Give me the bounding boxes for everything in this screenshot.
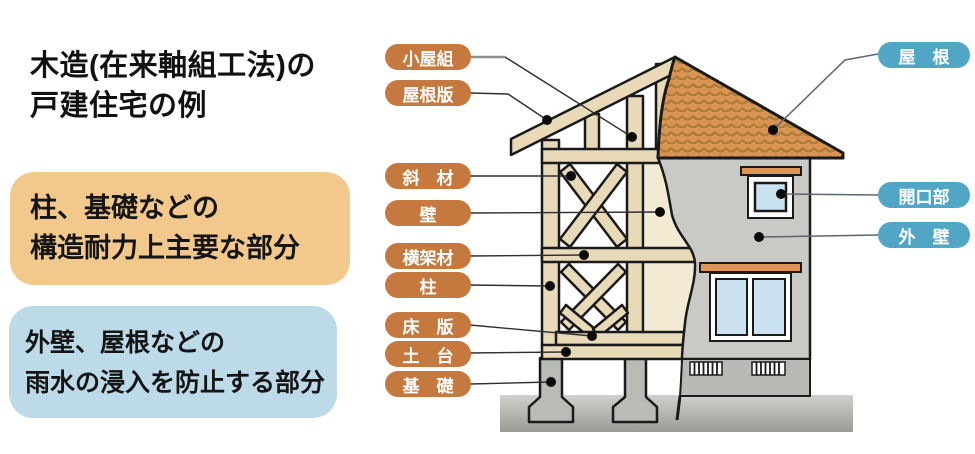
- part-label-yanehan: 屋根版: [385, 80, 471, 106]
- part-label-oukazai: 横架材: [385, 243, 471, 269]
- part-label-dodai: 土 台: [385, 341, 471, 367]
- title-line1: 木造(在来軸組工法)の: [30, 50, 316, 82]
- legend-structural-line1: 柱、基礎などの: [30, 193, 219, 223]
- foundation-pier-right: [611, 356, 659, 424]
- floor-beam: [554, 330, 702, 347]
- part-label-hashira: 柱: [385, 272, 471, 298]
- foundation-vents: [689, 361, 786, 376]
- legend-rain-protection-parts: 外壁、屋根などの 雨水の浸入を防止する部分: [9, 306, 337, 418]
- part-label-yukahan: 床 版: [385, 312, 471, 338]
- part-label-gaiheki: 外 壁: [878, 222, 970, 248]
- window-lintel-small: [740, 166, 802, 176]
- marker-dots: [542, 115, 786, 387]
- part-label-yane: 屋 根: [878, 42, 970, 68]
- cutaway-curve: [675, 395, 682, 421]
- legend-rain-line2: 雨水の浸入を防止する部分: [25, 369, 326, 397]
- part-label-kiso: 基 礎: [385, 371, 471, 397]
- timber-frame: [509, 55, 702, 361]
- part-label-koyagumi: 小屋組: [385, 44, 471, 70]
- large-window-glass-right: [752, 278, 786, 336]
- leader-lines-right: [758, 53, 879, 238]
- foundation-pier-left: [527, 356, 575, 424]
- part-label-shazai: 斜 材: [385, 163, 471, 189]
- part-label-kaikoubu: 開口部: [878, 182, 970, 208]
- tiled-roof: [656, 55, 845, 160]
- legend-structural-parts: 柱、基礎などの 構造耐力上主要な部分: [10, 172, 350, 285]
- page-title: 木造(在来軸組工法)の 戸建住宅の例: [30, 46, 316, 126]
- legend-structural-line2: 構造耐力上主要な部分: [30, 233, 300, 263]
- post-left: [540, 138, 561, 348]
- large-window-glass-left: [715, 278, 748, 336]
- legend-rain-line1: 外壁、屋根などの: [25, 329, 226, 357]
- title-line2: 戸建住宅の例: [30, 90, 208, 122]
- window-lintel-large: [699, 262, 802, 273]
- part-label-kabe: 壁: [385, 200, 471, 226]
